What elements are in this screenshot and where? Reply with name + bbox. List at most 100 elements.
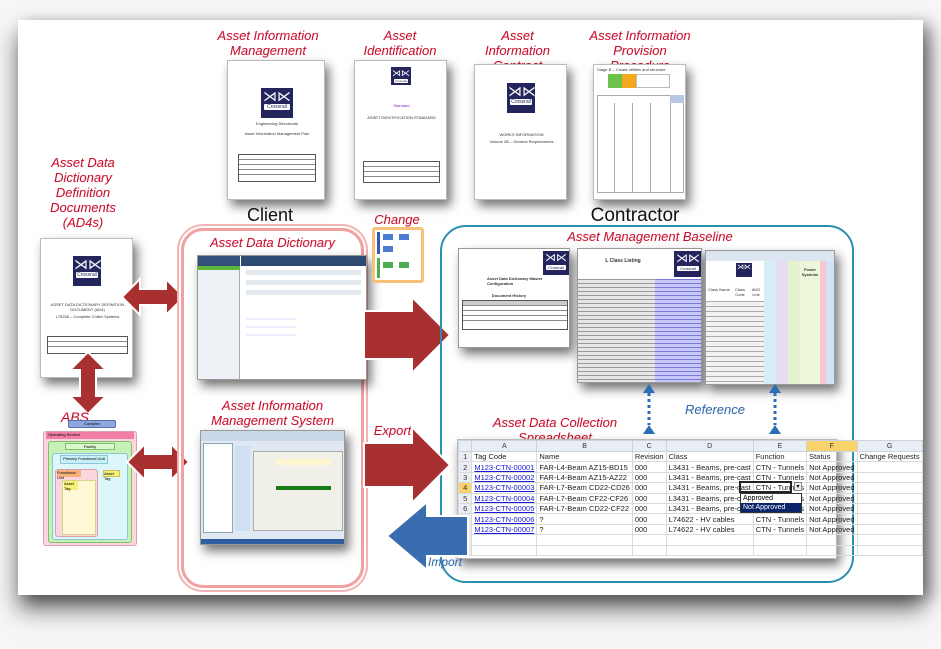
empty-cell[interactable] xyxy=(856,534,923,546)
cell[interactable] xyxy=(856,471,923,484)
empty-cell[interactable] xyxy=(536,534,633,546)
cell[interactable]: FAR-L7-Beam CD22-CF22 xyxy=(536,502,633,515)
cell[interactable]: L74622 - HV cables xyxy=(665,523,754,536)
cell[interactable]: 000 xyxy=(631,502,667,515)
cell[interactable]: Not Approved xyxy=(806,502,858,515)
header-cell[interactable]: Name xyxy=(536,450,633,463)
baseline-class-listing-doc[interactable]: L Class Listing ⋊⋉Crossrail xyxy=(577,248,702,383)
empty-cell[interactable] xyxy=(631,544,667,556)
cell[interactable]: FAR-L7-Beam CD22-CD26 xyxy=(536,482,633,494)
header-cell[interactable]: Change Requests xyxy=(856,450,923,463)
cell[interactable]: ? xyxy=(536,523,633,536)
dropdown-option-approved[interactable]: Approved xyxy=(743,495,773,502)
cell[interactable]: FAR-L4-Beam AZ15-BD15 xyxy=(536,461,633,473)
tag-code-cell[interactable]: M123-CTN-00006 xyxy=(471,513,538,525)
cell[interactable]: 000 xyxy=(631,482,667,494)
tag-code-cell[interactable]: M123-CTN-00002 xyxy=(471,471,538,484)
header-cell[interactable]: Revision xyxy=(631,450,667,463)
row-number[interactable]: 1 xyxy=(457,450,473,463)
empty-cell[interactable] xyxy=(665,534,754,546)
tag-code-link[interactable]: M123-CTN-00007 xyxy=(474,524,535,534)
cell[interactable]: Not Approved xyxy=(806,461,858,473)
tag-code-link[interactable]: M123-CTN-00006 xyxy=(474,514,535,524)
col-header-c[interactable]: C xyxy=(631,440,667,452)
header-cell[interactable]: Tag Code xyxy=(471,450,538,463)
cell[interactable]: Not Approved xyxy=(806,492,858,504)
abs-hierarchy-diagram[interactable]: Complex Operating Section Facility Prima… xyxy=(40,418,140,548)
col-header-b[interactable]: B xyxy=(536,440,633,452)
cell[interactable]: 000 xyxy=(631,461,667,473)
tag-code-cell[interactable]: M123-CTN-00007 xyxy=(471,523,538,536)
document-contract-clauses[interactable]: ⋊⋉Crossrail WORKS INFORMATION Volume 2B … xyxy=(474,64,567,200)
cell[interactable]: ? xyxy=(536,513,633,525)
cell[interactable]: CTN - Tunnels xyxy=(752,523,808,536)
empty-cell[interactable] xyxy=(752,534,808,546)
header-cell[interactable]: Status xyxy=(806,450,858,463)
col-header-f[interactable]: F xyxy=(806,440,858,452)
row-number[interactable]: 2 xyxy=(457,461,473,473)
baseline-master-configuration-doc[interactable]: ⋊⋉Crossrail Asset Data Dictionary Master… xyxy=(458,248,570,348)
tag-code-link[interactable]: M123-CTN-00003 xyxy=(474,483,535,493)
cell[interactable]: CTN - Tunnels xyxy=(752,461,808,473)
col-header-e[interactable]: E xyxy=(752,440,808,452)
row-number[interactable]: 3 xyxy=(457,471,473,484)
aims-screenshot[interactable] xyxy=(200,430,345,545)
cell[interactable]: L3431 - Beams, pre-cast xyxy=(665,461,754,473)
cell[interactable] xyxy=(856,502,923,515)
asset-data-dictionary-screenshot[interactable] xyxy=(197,255,367,380)
cell[interactable] xyxy=(856,513,923,525)
row-number[interactable]: 4 xyxy=(457,482,473,494)
cell[interactable]: Not Approved xyxy=(806,482,858,494)
asset-data-collection-spreadsheet[interactable]: A B C D E F G 1 Tag Code Name Revision C… xyxy=(457,439,923,559)
cell[interactable]: L74622 - HV cables xyxy=(665,513,754,525)
cell[interactable]: CTN - Tunnels xyxy=(752,513,808,525)
cell[interactable] xyxy=(856,482,923,494)
empty-cell[interactable] xyxy=(471,534,538,546)
tag-code-link[interactable]: M123-CTN-00004 xyxy=(474,493,535,503)
cell[interactable]: Not Approved xyxy=(806,513,858,525)
tag-code-link[interactable]: M123-CTN-00005 xyxy=(474,504,535,514)
baseline-power-systems-matrix[interactable]: ⋊⋉ Class Name Class Code ADD Link Power … xyxy=(705,250,835,385)
empty-cell[interactable] xyxy=(665,544,754,556)
col-header-d[interactable]: D xyxy=(665,440,754,452)
cell[interactable]: Not Approved xyxy=(806,471,858,484)
col-header-g[interactable]: G xyxy=(856,440,923,452)
empty-cell[interactable] xyxy=(752,544,808,556)
cell[interactable]: Not Approved xyxy=(806,523,858,536)
col-class-code: Class Code xyxy=(734,287,745,297)
tag-code-link[interactable]: M123-CTN-00002 xyxy=(474,472,535,482)
cell[interactable]: FAR-L4-Beam AZ15-AZ22 xyxy=(536,471,633,484)
document-asset-id-standard[interactable]: ⋊⋉Crossrail Standard ASSET IDENTIFICATIO… xyxy=(354,60,447,200)
cell[interactable]: 000 xyxy=(631,513,667,525)
change-process-thumbnail[interactable] xyxy=(372,227,424,283)
empty-cell[interactable] xyxy=(856,544,923,556)
header-cell[interactable]: Class xyxy=(665,450,754,463)
cell[interactable]: 000 xyxy=(631,492,667,504)
cell[interactable]: FAR-L7-Beam CF22-CF26 xyxy=(536,492,633,504)
active-cell-f4[interactable] xyxy=(739,481,792,493)
select-all-corner[interactable] xyxy=(457,440,473,452)
dropdown-option-not-approved[interactable]: Not Approved xyxy=(741,503,801,512)
tag-code-cell[interactable]: M123-CTN-00003 xyxy=(471,482,538,494)
empty-cell[interactable] xyxy=(471,544,538,556)
tag-code-cell[interactable]: M123-CTN-00004 xyxy=(471,492,538,504)
header-cell[interactable]: Function xyxy=(752,450,808,463)
cell[interactable]: 000 xyxy=(631,523,667,536)
document-aim-framework[interactable]: ⋊⋉Crossrail Engineering Directorate Asse… xyxy=(227,60,325,200)
tag-code-link[interactable]: M123-CTN-00001 xyxy=(474,462,535,472)
cell[interactable]: 000 xyxy=(631,471,667,484)
empty-cell[interactable] xyxy=(806,534,858,546)
tag-code-cell[interactable]: M123-CTN-00001 xyxy=(471,461,538,473)
status-dropdown-list[interactable]: Approved Not Approved xyxy=(740,493,802,513)
empty-cell[interactable] xyxy=(536,544,633,556)
cell[interactable] xyxy=(856,492,923,504)
col-header-a[interactable]: A xyxy=(471,440,538,452)
document-provision-procedure[interactable]: Stage B – Create utilities and structure xyxy=(593,64,686,200)
cell[interactable] xyxy=(856,461,923,473)
dropdown-chevron-icon[interactable]: ▾ xyxy=(794,482,802,491)
empty-cell[interactable] xyxy=(806,544,858,556)
cell[interactable] xyxy=(856,523,923,536)
empty-cell[interactable] xyxy=(631,534,667,546)
tag-code-cell[interactable]: M123-CTN-00005 xyxy=(471,502,538,515)
